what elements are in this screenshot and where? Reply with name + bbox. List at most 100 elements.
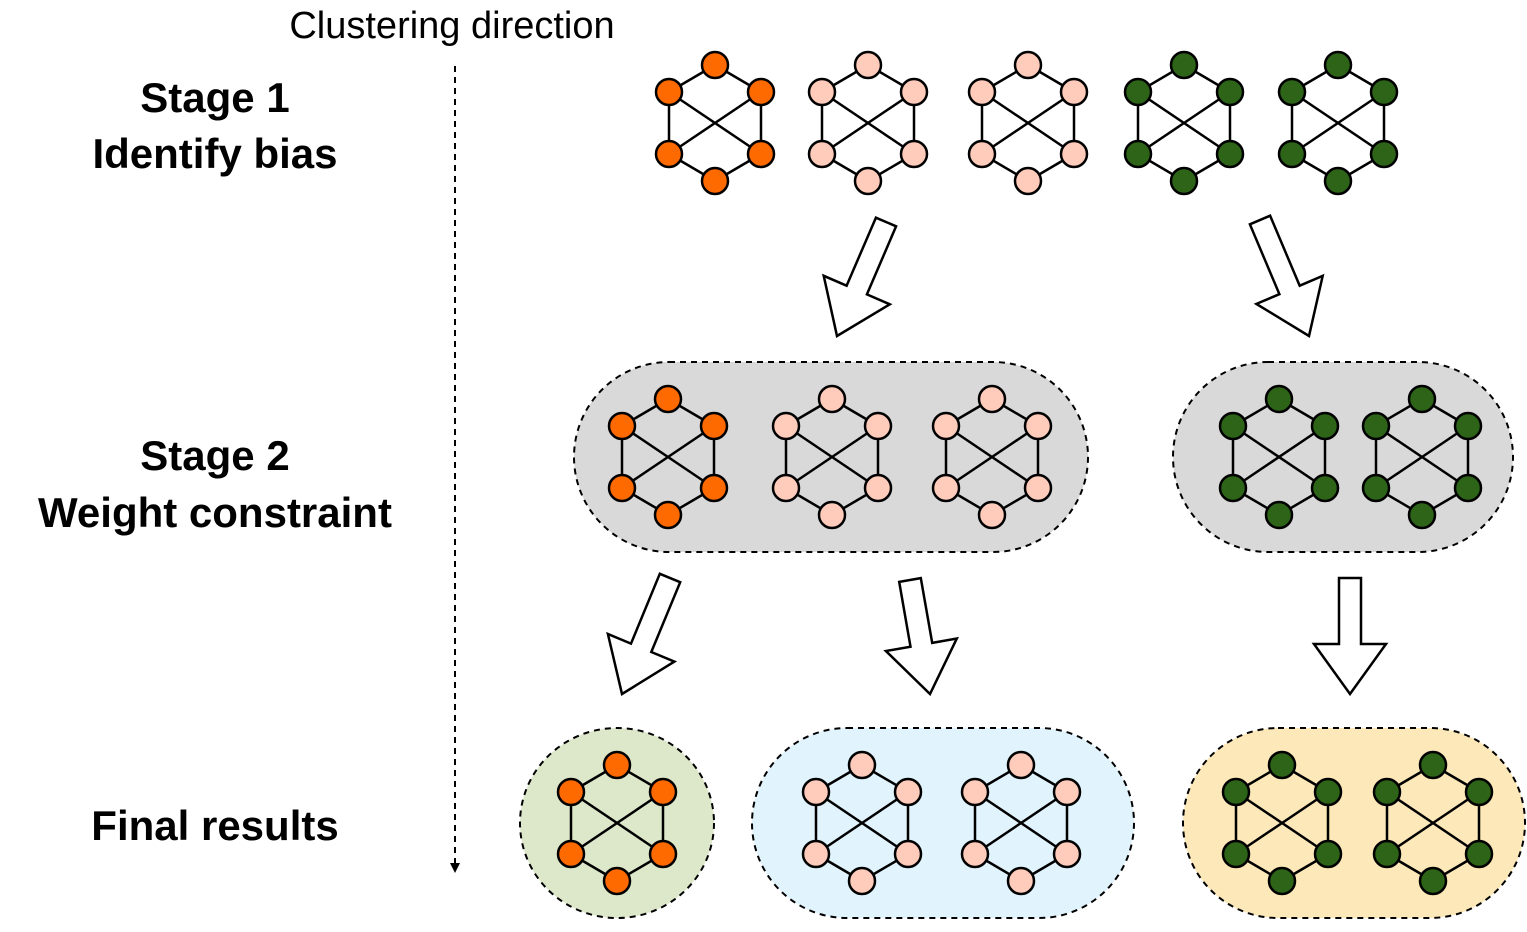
graph-node	[1006, 866, 1036, 896]
stage1-graph-4	[1123, 50, 1245, 196]
transition-arrows	[606, 214, 1389, 697]
clustering-direction-label: Clustering direction	[289, 5, 614, 47]
graph-node	[1264, 384, 1294, 414]
graph-node	[1059, 77, 1089, 107]
graph-edge	[815, 790, 909, 856]
graph-node	[977, 500, 1007, 530]
graph-node	[1059, 139, 1089, 169]
cluster-containers	[519, 361, 1526, 919]
graph-node	[1215, 139, 1245, 169]
arrow-stage1-to-cluster-2	[1248, 214, 1325, 338]
graph-node	[1013, 166, 1043, 196]
graph-edge	[621, 424, 715, 490]
final-graph-2-2	[960, 750, 1082, 896]
stage2-cluster-2	[1172, 361, 1514, 553]
graph-node	[1264, 500, 1294, 530]
graph-node	[1313, 839, 1343, 869]
graph-node	[1052, 777, 1082, 807]
graph-edge	[1235, 790, 1329, 856]
graph-node	[853, 50, 883, 80]
stage1-graph-5	[1277, 50, 1399, 196]
graph-node	[607, 411, 637, 441]
graph-node	[1361, 473, 1391, 503]
graph-node	[556, 777, 586, 807]
graph-node	[1323, 50, 1353, 80]
graph-node	[700, 166, 730, 196]
graph-nodes-layer	[556, 50, 1494, 896]
graph-node	[653, 500, 683, 530]
stage2-title: Stage 2	[140, 432, 289, 479]
stage2-graph-1-3	[931, 384, 1053, 530]
stage2-subtitle: Weight constraint	[38, 489, 392, 536]
final-graph-2-1	[801, 750, 923, 896]
graph-node	[863, 473, 893, 503]
graph-node	[967, 139, 997, 169]
arrow-cluster-2-to-final-3	[1311, 576, 1389, 697]
graph-node	[1023, 411, 1053, 441]
final-cluster-2	[751, 727, 1135, 919]
graph-node	[1453, 473, 1483, 503]
stage1-graph-2	[807, 50, 929, 196]
graph-node	[893, 777, 923, 807]
graph-node	[771, 473, 801, 503]
graph-node	[899, 139, 929, 169]
graph-edge	[785, 424, 879, 490]
arrow-cluster-1-to-final-2	[883, 576, 959, 697]
graph-node	[699, 473, 729, 503]
graph-node	[654, 77, 684, 107]
graph-node	[1464, 777, 1494, 807]
graph-node	[1372, 839, 1402, 869]
graph-node	[1169, 50, 1199, 80]
stage2-graph-1-2	[771, 384, 893, 530]
graph-node	[602, 750, 632, 780]
graph-node	[1453, 411, 1483, 441]
graph-edge	[570, 790, 664, 856]
graph-node	[1369, 139, 1399, 169]
graph-node	[893, 839, 923, 869]
graph-node	[1169, 166, 1199, 196]
graph-node	[967, 77, 997, 107]
graph-node	[648, 839, 678, 869]
graph-node	[977, 384, 1007, 414]
stage1-graph-1	[654, 50, 776, 196]
graph-node	[817, 500, 847, 530]
final-results-label: Final results	[91, 802, 338, 849]
stage2-graph-1-1	[607, 384, 729, 530]
graph-edge	[981, 90, 1075, 156]
graph-node	[1310, 411, 1340, 441]
graph-node	[801, 839, 831, 869]
graph-node	[648, 777, 678, 807]
graph-node	[1323, 166, 1353, 196]
graph-node	[1052, 839, 1082, 869]
graph-node	[931, 411, 961, 441]
arrow-stage1-to-cluster-1	[821, 216, 898, 338]
graph-edge	[1137, 90, 1231, 156]
graph-edge	[1386, 790, 1480, 856]
stage1-title: Stage 1	[140, 74, 289, 121]
graph-node	[1006, 750, 1036, 780]
graph-node	[931, 473, 961, 503]
stage1-subtitle: Identify bias	[92, 130, 337, 177]
graph-node	[960, 839, 990, 869]
graph-edge	[668, 90, 762, 156]
graph-edge	[1375, 424, 1469, 490]
graph-edge	[945, 424, 1039, 490]
graph-node	[1407, 500, 1437, 530]
graph-edge	[821, 90, 915, 156]
graph-node	[960, 777, 990, 807]
stage1-graph-3	[967, 50, 1089, 196]
graph-node	[1277, 139, 1307, 169]
graph-node	[801, 777, 831, 807]
graph-node	[1361, 411, 1391, 441]
graph-node	[1464, 839, 1494, 869]
graph-node	[602, 866, 632, 896]
graph-node	[1215, 77, 1245, 107]
graph-node	[746, 77, 776, 107]
graph-node	[1123, 77, 1153, 107]
arrow-cluster-1-to-final-1	[606, 572, 682, 696]
graph-node	[1267, 750, 1297, 780]
graph-node	[700, 50, 730, 80]
graph-node	[699, 411, 729, 441]
graph-node	[1277, 77, 1307, 107]
